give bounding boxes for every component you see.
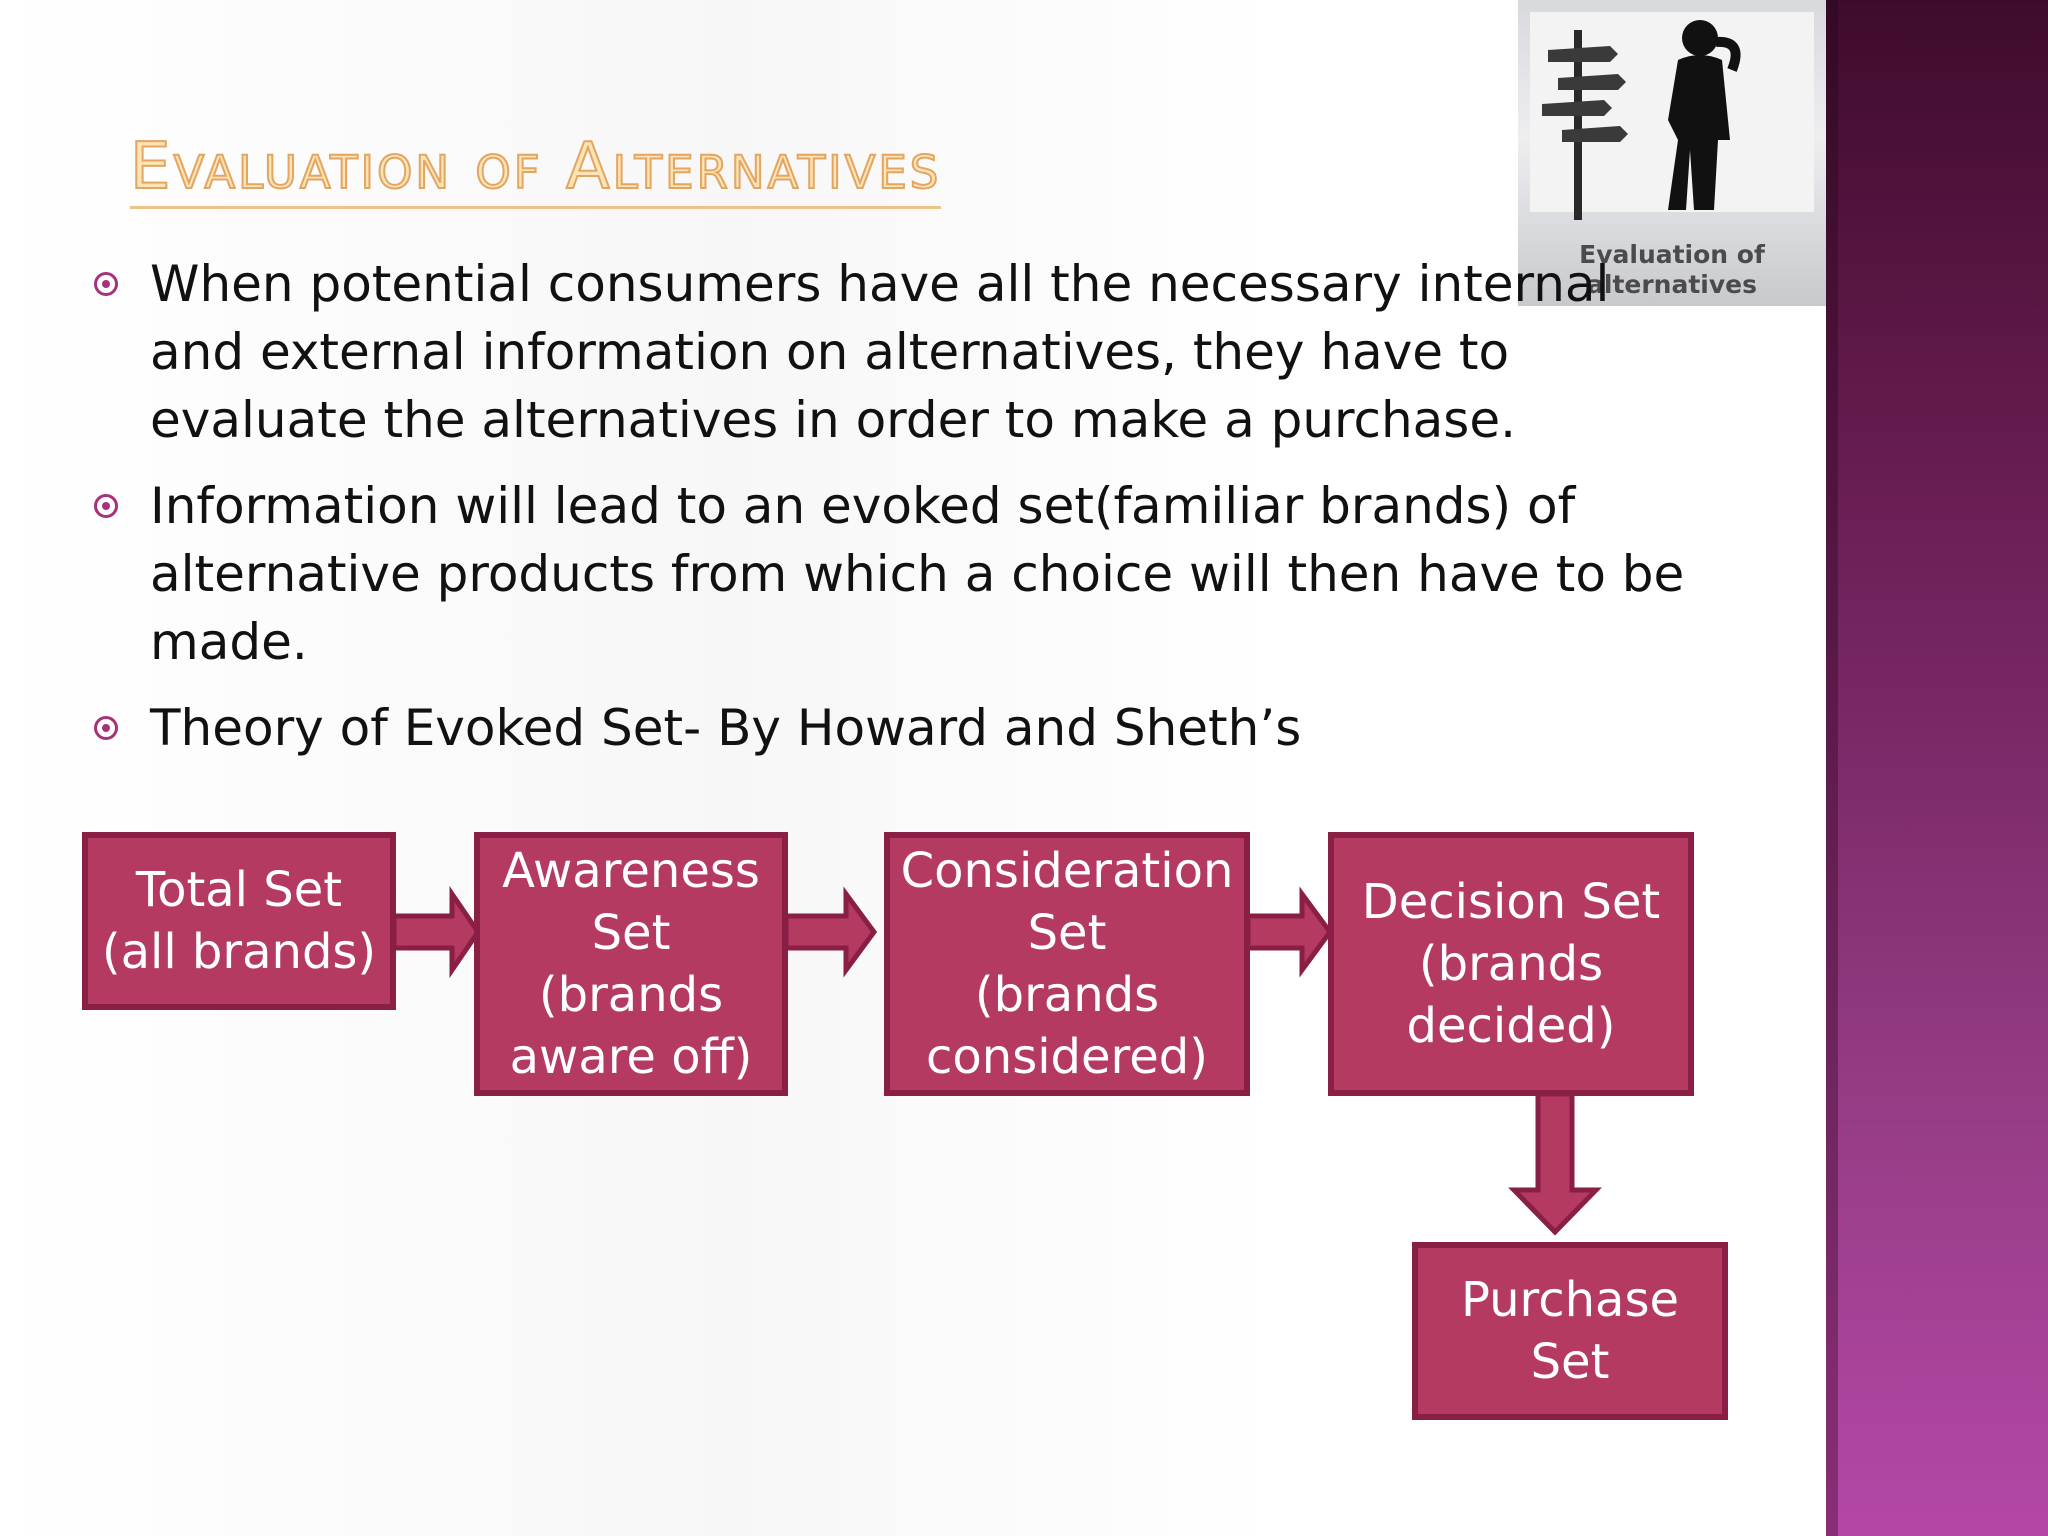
bullet-text: Theory of Evoked Set- By Howard and Shet…	[150, 699, 1302, 757]
flow-box-decision-set: Decision Set (brands decided)	[1328, 832, 1694, 1096]
flow-box-label: Purchase Set	[1461, 1272, 1679, 1390]
arrow-right-icon	[391, 885, 482, 979]
flow-box-consideration-set: Consideration Set (brands considered)	[884, 832, 1250, 1096]
arrow-right-icon	[1245, 886, 1334, 978]
flow-box-label: Consideration Set (brands considered)	[900, 843, 1234, 1085]
bullet-text: When potential consumers have all the ne…	[150, 255, 1610, 449]
bullet-item: Theory of Evoked Set- By Howard and Shet…	[90, 694, 1690, 762]
flow-box-awareness-set: Awareness Set (brands aware off)	[474, 832, 788, 1096]
bullet-circle-icon	[94, 272, 118, 296]
bullet-circle-icon	[94, 494, 118, 518]
thumbnail-caption-line2: alternatives	[1587, 270, 1757, 299]
flow-box-purchase-set: Purchase Set	[1412, 1242, 1728, 1420]
flow-box-label: Decision Set (brands decided)	[1361, 874, 1661, 1054]
thumbnail-caption: Evaluation of alternatives	[1518, 240, 1826, 300]
bullet-item: Information will lead to an evoked set(f…	[90, 472, 1690, 676]
slide-title: Evaluation of Alternatives	[129, 128, 942, 209]
arrow-right-icon	[783, 886, 878, 978]
flow-box-label: Total Set (all brands)	[101, 862, 377, 980]
flow-box-label: Awareness Set (brands aware off)	[502, 843, 760, 1085]
bullet-list: When potential consumers have all the ne…	[90, 250, 1690, 780]
bullet-circle-icon	[94, 716, 118, 740]
bullet-text: Information will lead to an evoked set(f…	[150, 477, 1685, 671]
bullet-item: When potential consumers have all the ne…	[90, 250, 1690, 454]
flow-box-total-set: Total Set (all brands)	[82, 832, 396, 1010]
signpost-figure-icon	[1530, 12, 1814, 220]
evaluation-thumbnail-image: Evaluation of alternatives	[1518, 0, 1826, 306]
arrow-down-icon	[1508, 1091, 1602, 1236]
thumbnail-caption-line1: Evaluation of	[1579, 240, 1765, 269]
decorative-side-band	[1826, 0, 2048, 1536]
